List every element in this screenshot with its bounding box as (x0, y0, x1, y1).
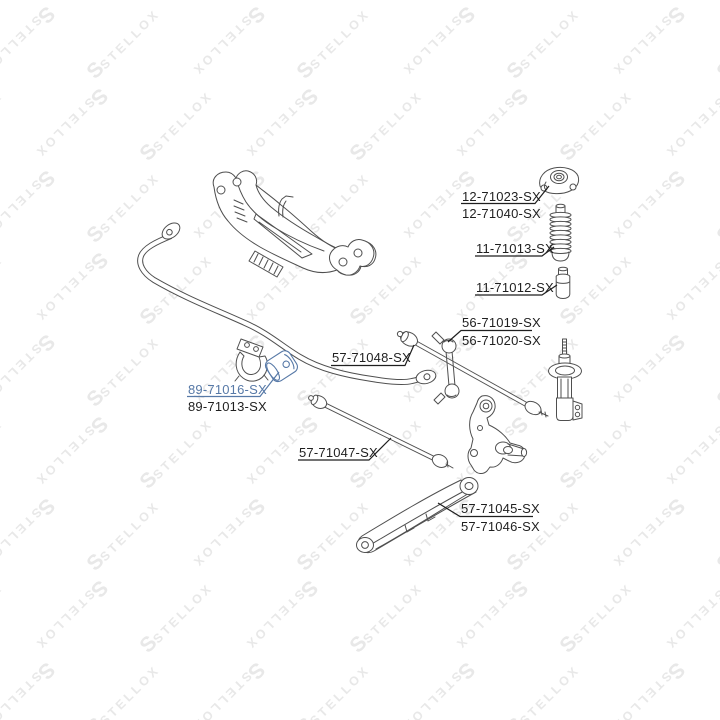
bushing-bracket-drawing (234, 338, 269, 382)
label-stabilizer-link-alt: 56-71020-SX (462, 333, 541, 348)
bump-stop-drawing (555, 266, 571, 299)
strut-drawing (548, 338, 583, 421)
trailing-arm-drawing (356, 477, 479, 554)
lateral-rod-drawing (308, 394, 454, 469)
label-stabilizer-bushing-link[interactable]: 89-71016-SX (188, 382, 267, 397)
stabilizer-link-drawing (431, 331, 460, 405)
label-stabilizer-link: 56-71019-SX (462, 315, 541, 330)
label-trailing-arm: 57-71045-SX (461, 501, 540, 516)
label-trailing-arm-alt: 57-71046-SX (461, 519, 540, 534)
dust-boot-drawing (549, 203, 572, 262)
subframe-drawing (212, 170, 377, 278)
label-lateral-rod: 57-71047-SX (299, 445, 378, 460)
stabilizer-bushing-drawing (264, 350, 298, 383)
label-upper-track-rod: 57-71048-SX (332, 350, 411, 365)
strut-mount-drawing (539, 166, 580, 195)
label-strut-mount: 12-71023-SX (462, 189, 541, 204)
stabilizer-bar-drawing (137, 222, 437, 386)
label-dust-boot: 11-71013-SX (476, 241, 554, 256)
leader-lines (187, 185, 558, 518)
upper-track-rod-drawing (396, 330, 549, 418)
knuckle-drawing (467, 395, 528, 474)
label-strut-mount-alt: 12-71040-SX (462, 206, 541, 221)
label-bump-stop: 11-71012-SX (476, 280, 554, 295)
label-stabilizer-bushing-alt: 89-71013-SX (188, 399, 267, 414)
